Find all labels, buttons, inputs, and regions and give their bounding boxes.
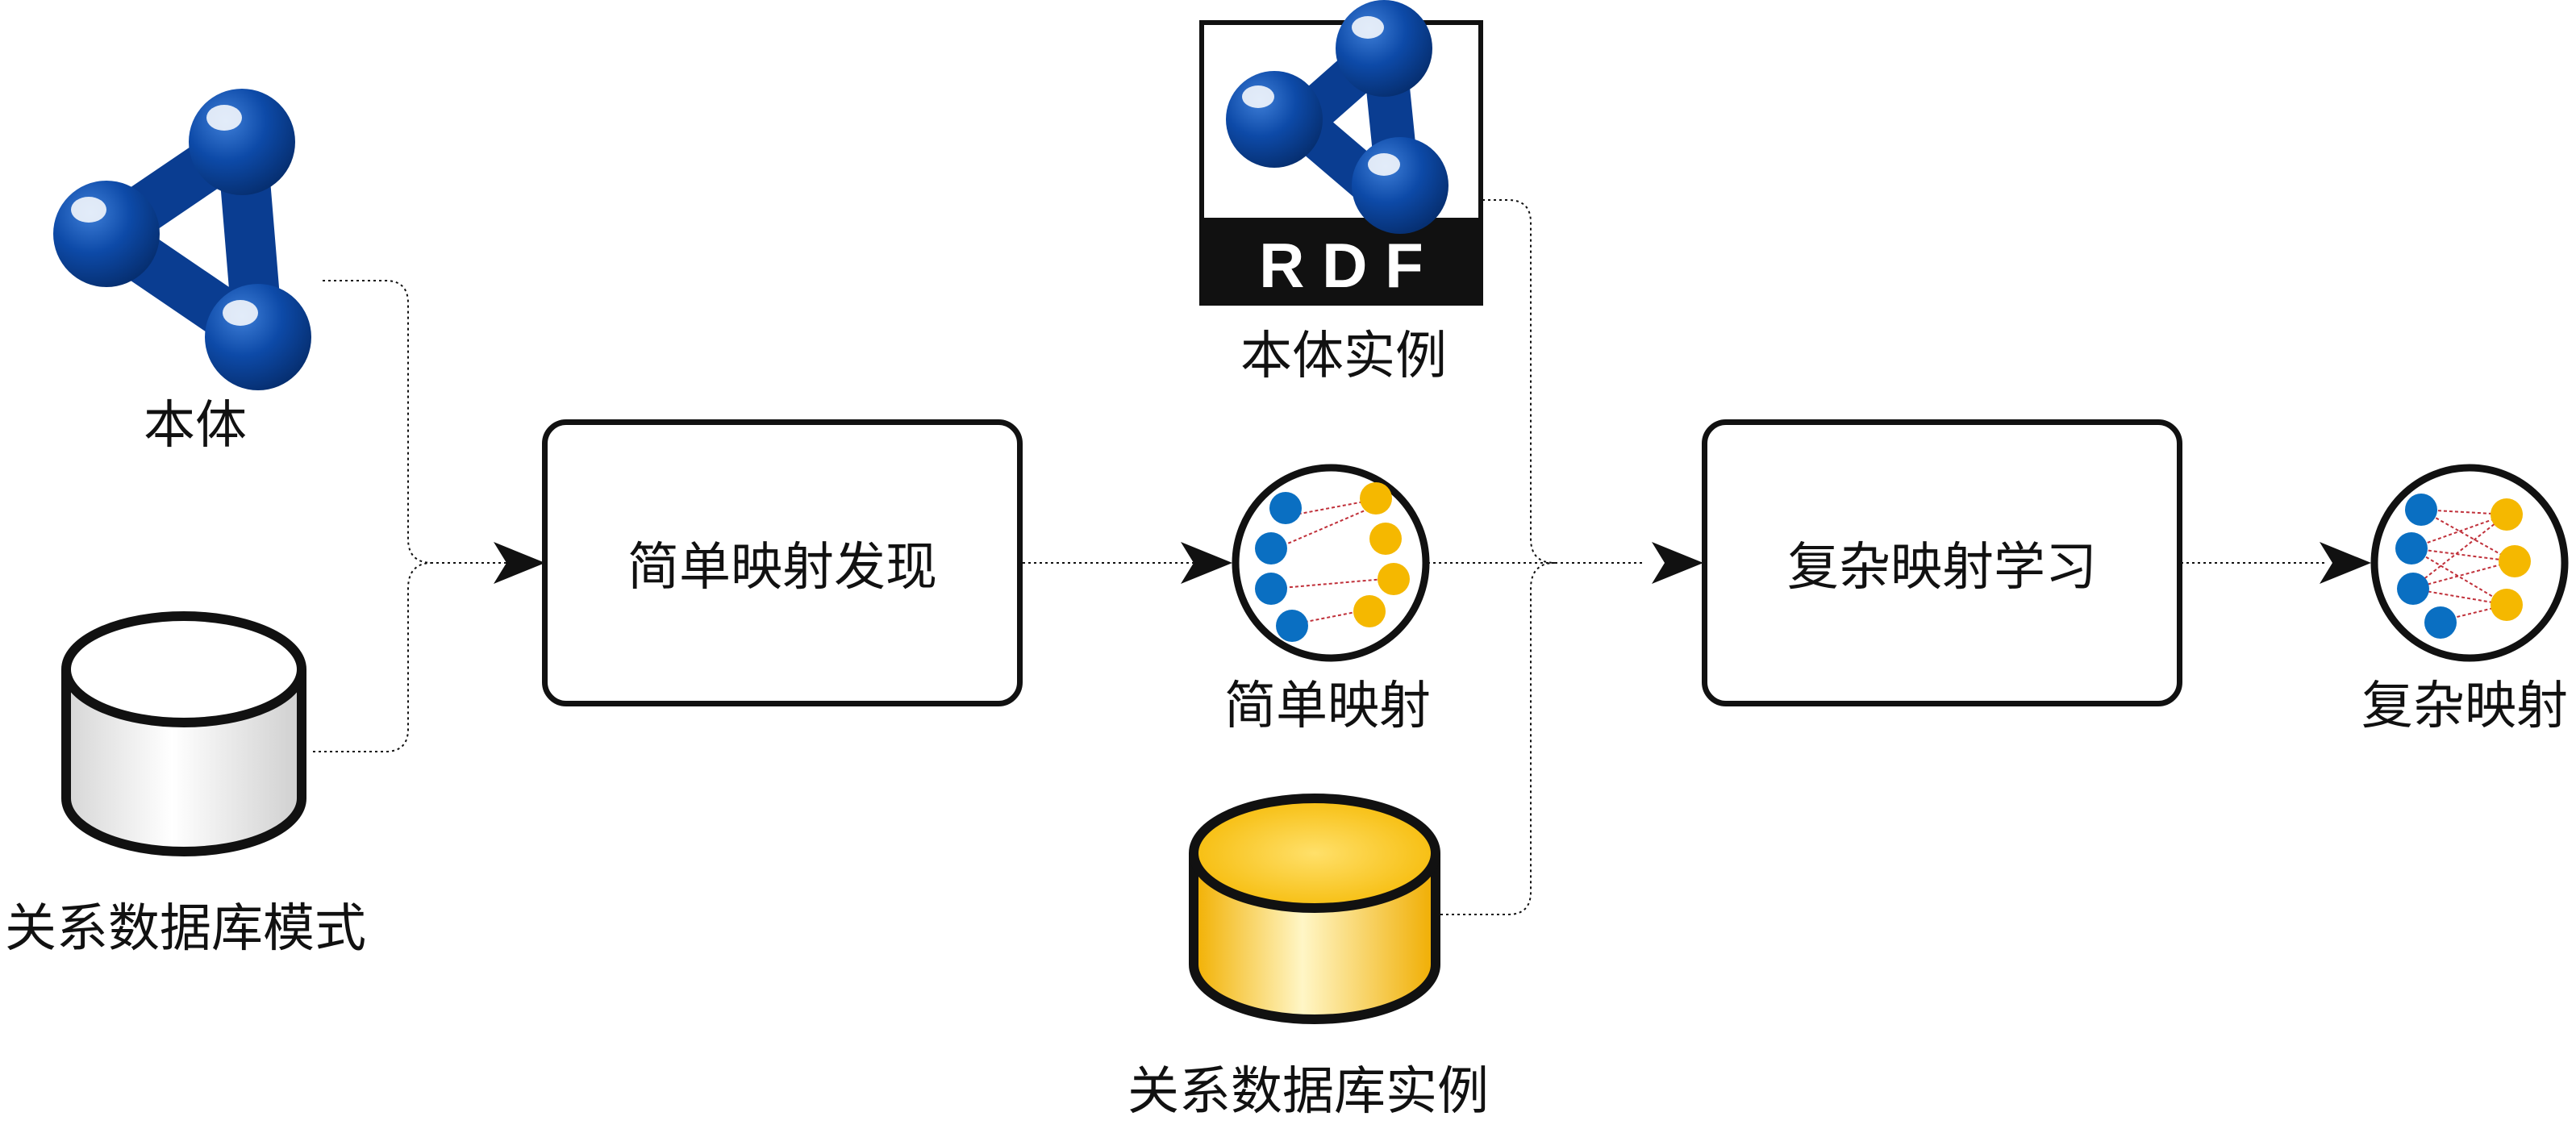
connector-dbschema-to-discovery: [313, 562, 433, 752]
simple-mapping-discovery-box: 简单映射发现: [542, 419, 1023, 706]
arrowhead-into-discovery: [494, 542, 545, 584]
connector-dbinstance-to-learning: [1440, 562, 1556, 915]
db-instances-label: 关系数据库实例: [1128, 1062, 1489, 1122]
complex-mapping-label: 复杂映射: [2361, 677, 2568, 736]
arrowhead-into-learning: [1652, 542, 1703, 584]
connector-rdf-to-learning: [1482, 199, 1645, 564]
mapping-circle-icon: [2370, 464, 2569, 662]
complex-mapping-learning-label: 复杂映射学习: [1787, 538, 2097, 598]
arrowhead-into-complexmapping: [2320, 542, 2371, 584]
arrowheads: [494, 542, 2371, 584]
simple-mapping-discovery-label: 简单映射发现: [627, 538, 937, 598]
ontology-molecule-icon: [53, 89, 311, 390]
database-cylinder-icon: [61, 611, 306, 856]
connector-ontology-to-discovery: [323, 280, 516, 564]
mapping-circle-icon: [1232, 464, 1430, 662]
rdf-logo-icon: R D F: [1199, 0, 1483, 306]
database-cylinder-icon: [1189, 794, 1440, 1024]
rdf-logo-text: R D F: [1259, 230, 1423, 301]
db-schema-label: 关系数据库模式: [5, 899, 366, 959]
ontology-instances-label: 本体实例: [1240, 327, 1447, 386]
simple-mapping-label: 简单映射: [1224, 677, 1431, 736]
complex-mapping-learning-box: 复杂映射学习: [1702, 419, 2182, 706]
ontology-label: 本体: [144, 396, 247, 456]
connectors: [313, 199, 2328, 915]
arrowhead-into-simplemapping: [1181, 542, 1232, 584]
